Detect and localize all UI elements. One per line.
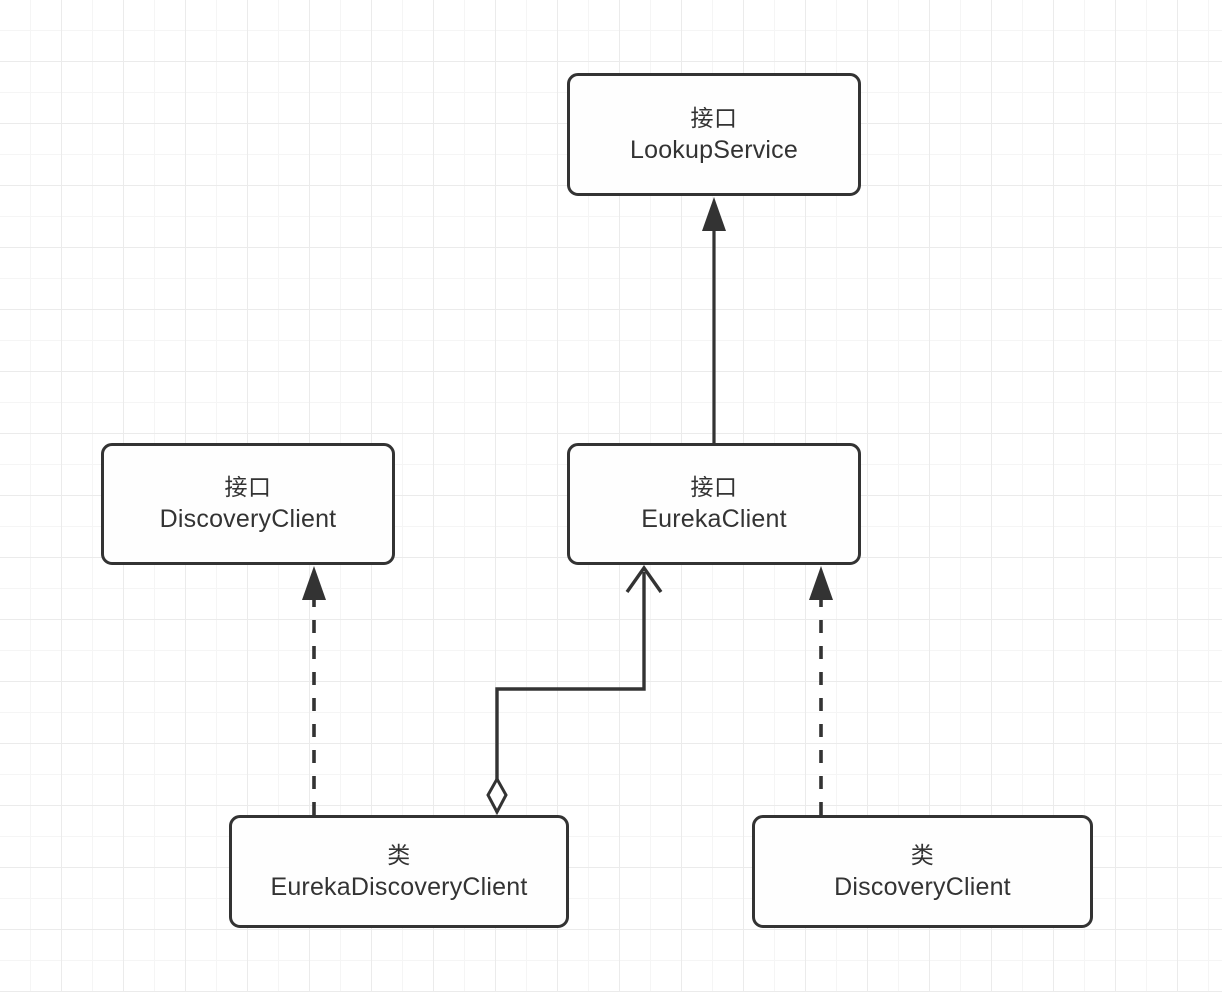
edge-discovery-client-class-implements-eureka-client — [809, 566, 833, 815]
node-name: DiscoveryClient — [834, 872, 1011, 901]
node-stereotype: 接口 — [224, 474, 272, 500]
node-stereotype: 接口 — [690, 104, 738, 131]
node-eureka-discovery-client-class[interactable]: 类 EurekaDiscoveryClient — [229, 815, 569, 928]
filled-arrowhead-lookup-service — [702, 197, 726, 231]
node-stereotype: 类 — [910, 841, 935, 868]
node-name: EurekaClient — [641, 505, 787, 533]
node-discovery-client-interface[interactable]: 接口 DiscoveryClient — [101, 443, 395, 565]
open-arrowhead-eureka-client — [625, 565, 663, 593]
node-stereotype: 接口 — [690, 474, 738, 500]
node-eureka-client-interface[interactable]: 接口 EurekaClient — [567, 443, 861, 565]
filled-arrowhead-discovery-client-interface — [302, 566, 326, 600]
node-name: DiscoveryClient — [159, 505, 337, 533]
node-name: LookupService — [630, 135, 798, 164]
edge-eureka-discovery-client-aggregates-eureka-client — [486, 565, 663, 816]
filled-arrowhead-eureka-client-interface — [809, 566, 833, 600]
node-name: EurekaDiscoveryClient — [270, 872, 528, 901]
edge-eureka-discovery-client-implements-discovery-client — [302, 566, 326, 815]
edge-line-aggregation — [495, 572, 646, 812]
node-stereotype: 类 — [387, 841, 411, 868]
node-lookup-service[interactable]: 接口 LookupService — [567, 73, 861, 196]
hollow-diamond-aggregation — [486, 775, 508, 816]
edge-eureka-client-extends-lookup-service — [702, 197, 726, 443]
node-discovery-client-class[interactable]: 类 DiscoveryClient — [752, 815, 1093, 928]
